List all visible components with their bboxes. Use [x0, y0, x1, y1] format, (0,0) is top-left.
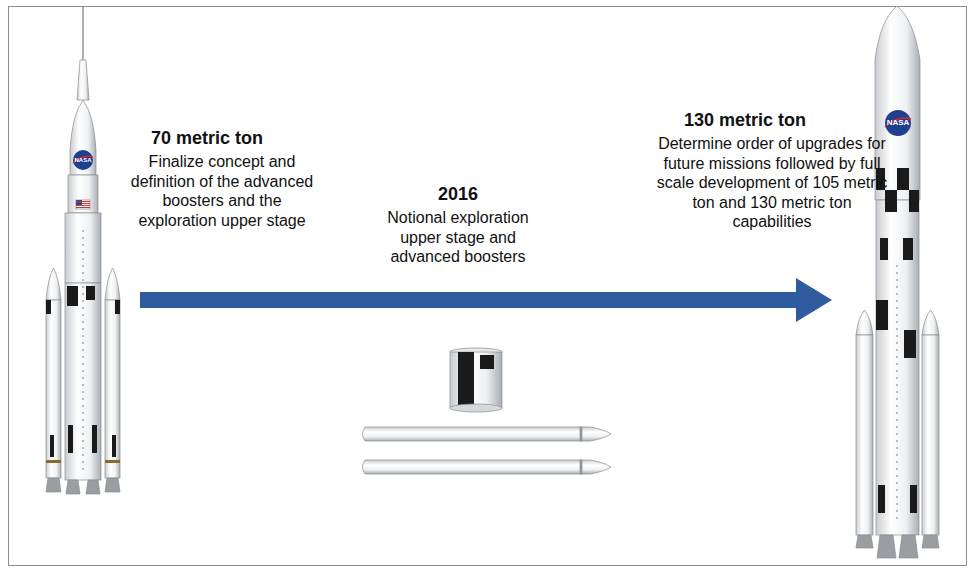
timeline-arrow	[140, 278, 832, 322]
milestone-note: Finalize concept and definition of the a…	[130, 152, 315, 230]
milestone-note: Determine order of upgrades for future m…	[656, 134, 888, 232]
milestone-heading: 130 metric ton	[645, 110, 845, 132]
notional-parts	[363, 348, 612, 474]
milestone-heading: 2016	[398, 184, 518, 206]
milestone-heading: 70 metric ton	[107, 128, 307, 150]
logo-text: NASA	[68, 157, 98, 163]
rocket-70t	[46, 6, 120, 494]
rocket-130t	[856, 6, 939, 558]
logo-text: NASA	[878, 119, 918, 127]
frame	[9, 7, 967, 566]
milestone-note: Notional exploration upper stage and adv…	[366, 208, 551, 267]
